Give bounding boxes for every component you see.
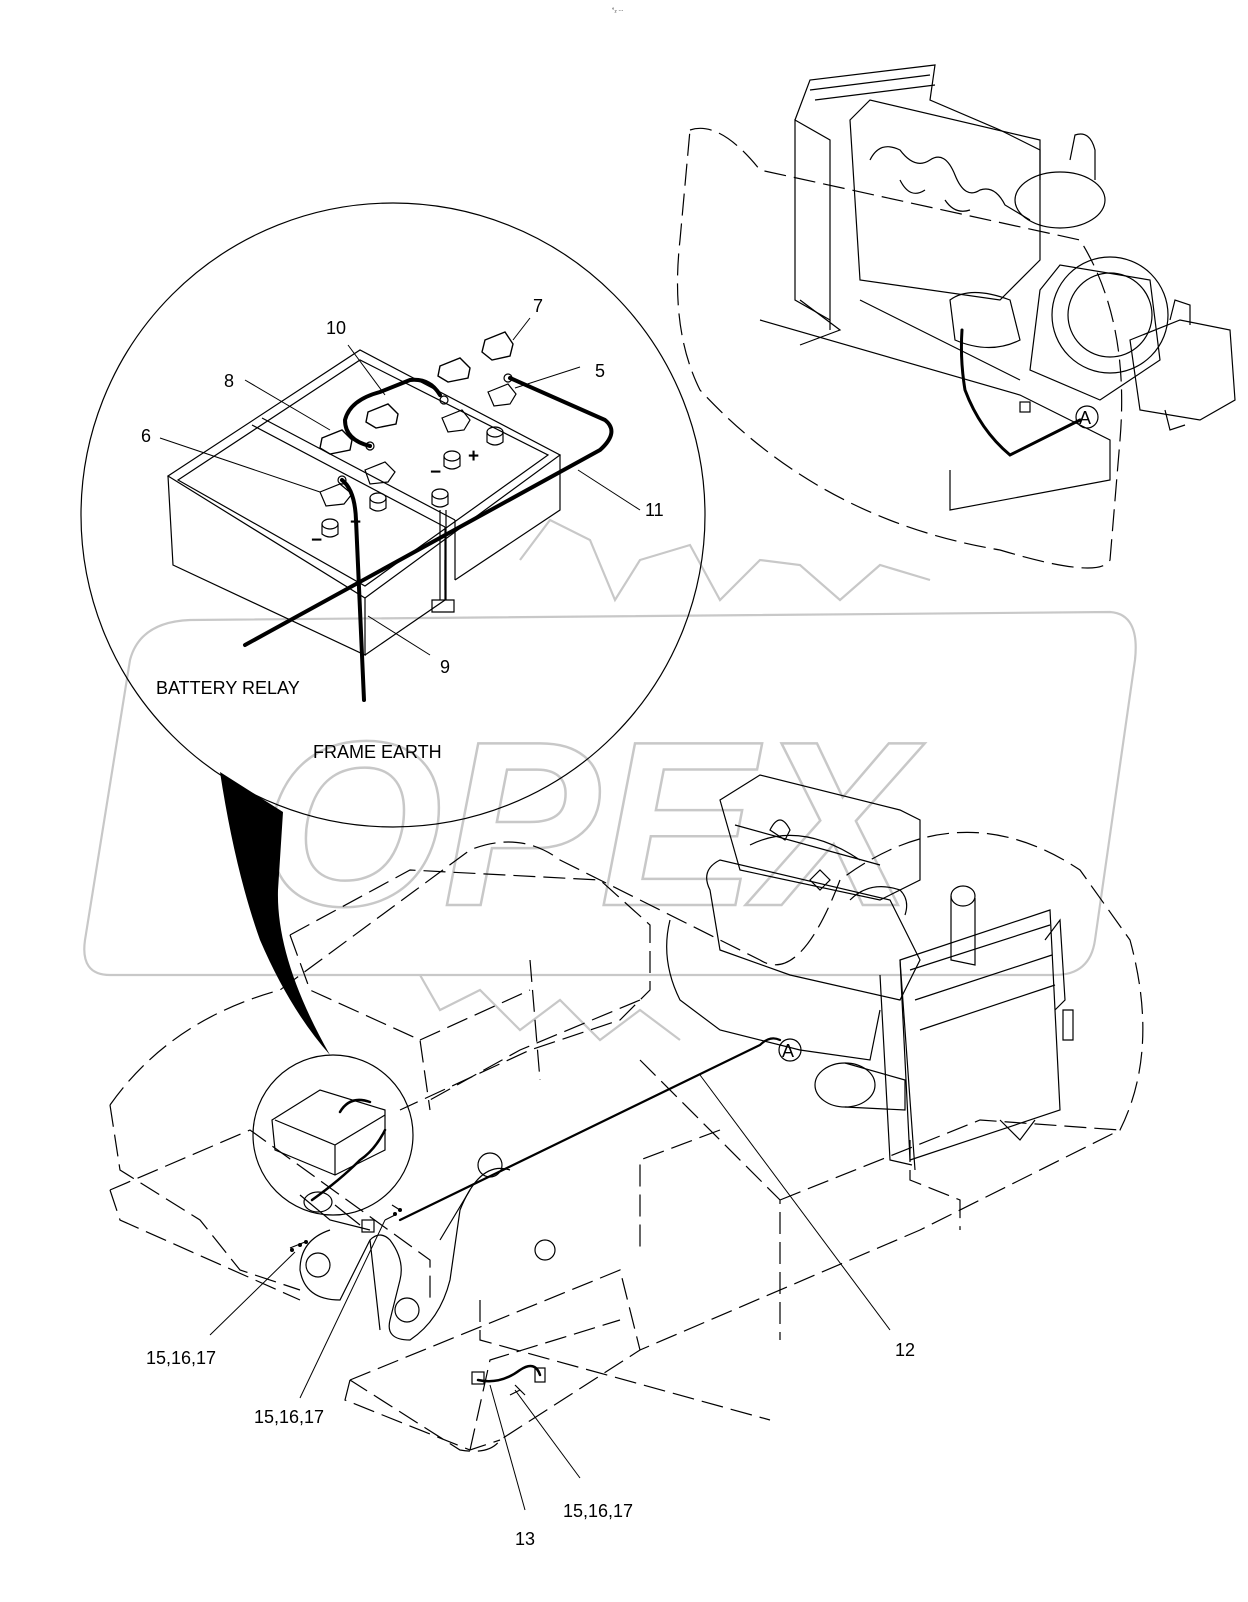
- callout-8: 8: [224, 371, 234, 391]
- battery-relay-label: BATTERY RELAY: [156, 678, 300, 698]
- callout-13: 13: [515, 1529, 535, 1549]
- callout-10: 10: [326, 318, 346, 338]
- connector-a-top: A: [1079, 408, 1091, 428]
- callout-6: 6: [141, 426, 151, 446]
- battery-detail-circle: [80, 202, 706, 1055]
- minus-mark-right: −: [430, 462, 441, 483]
- callout-15-16-17-b: 15,16,17: [254, 1407, 324, 1427]
- callout-labels: 7 10 5 8 6 11 9 BATTERY RELAY FRAME EART…: [141, 296, 915, 1549]
- frame-earth-label: FRAME EARTH: [313, 742, 442, 762]
- leader-lines-lower: [209, 1074, 891, 1511]
- callout-15-16-17-c: 15,16,17: [563, 1501, 633, 1521]
- callout-12: 12: [895, 1340, 915, 1360]
- callout-9: 9: [440, 657, 450, 677]
- machine-lower-view: A: [109, 774, 1144, 1452]
- callout-15-16-17-a: 15,16,17: [146, 1348, 216, 1368]
- connector-a-bottom: A: [782, 1041, 794, 1061]
- callout-11: 11: [645, 500, 664, 520]
- engine-view-top: A: [676, 64, 1236, 569]
- watermark-text: OPEX: [260, 692, 925, 955]
- callout-5: 5: [595, 361, 605, 381]
- callout-7: 7: [533, 296, 543, 316]
- plus-mark-right: +: [468, 446, 479, 467]
- leader-lines-detail: [159, 317, 641, 656]
- header-code: °₂ ∙∙∙: [612, 8, 623, 14]
- minus-mark-left: −: [311, 530, 322, 551]
- battery-pair: + − + −: [166, 331, 614, 702]
- opex-watermark: OPEX: [83, 518, 1137, 1042]
